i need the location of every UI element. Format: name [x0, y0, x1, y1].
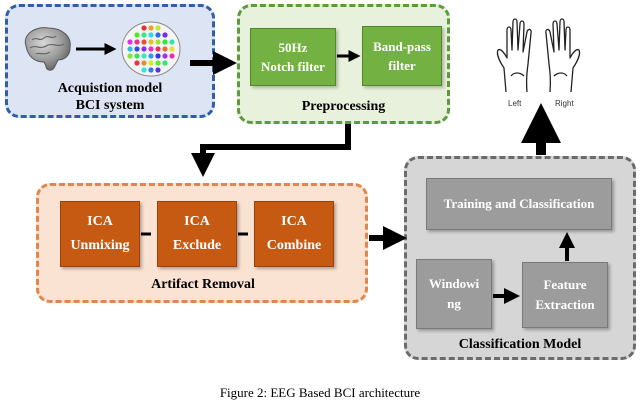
acquisition-label-line2: BCI system [75, 98, 145, 113]
electrode-dot [148, 25, 154, 31]
electrode-dot [134, 39, 140, 45]
ica-exclude-block: ICA Exclude [157, 201, 237, 267]
electrode-dot [155, 25, 161, 31]
feature-extraction-line1: Feature [543, 277, 587, 292]
electrode-dot [134, 32, 140, 38]
ica-combine-line2: Combine [266, 238, 322, 253]
preprocessing-title: Preprocessing [301, 99, 386, 114]
electrode-dot [141, 25, 147, 31]
electrode-dot [155, 32, 161, 38]
electrode-dot [162, 60, 168, 66]
notch-filter-line1: 50Hz [278, 40, 308, 55]
electrode-dot [155, 53, 161, 59]
electrode-dot [148, 67, 154, 73]
left-hand-label: Left [508, 99, 522, 108]
artifact-removal-title: Artifact Removal [151, 277, 255, 292]
electrode-dot [162, 32, 168, 38]
electrode-dot [148, 53, 154, 59]
figure-caption: Figure 2: EEG Based BCI architecture [219, 385, 421, 400]
electrode-dot [148, 39, 154, 45]
electrode-dot [169, 46, 175, 52]
brain-icon [24, 27, 71, 71]
electrode-dot [134, 53, 140, 59]
electrode-dot [141, 39, 147, 45]
electrode-dot [169, 39, 175, 45]
ica-unmixing-block: ICA Unmixing [60, 201, 140, 267]
electrode-dot [141, 53, 147, 59]
electrode-dot [141, 32, 147, 38]
hands-icon [496, 18, 581, 93]
acquisition-label-line1: Acquistion model [57, 81, 163, 96]
electrode-dot [148, 32, 154, 38]
electrode-dot [155, 46, 161, 52]
electrode-dot [162, 39, 168, 45]
electrode-cap-icon [121, 21, 181, 77]
electrode-dot [155, 60, 161, 66]
electrode-dot [141, 60, 147, 66]
electrode-dot [162, 53, 168, 59]
training-classification-block: Training and Classification [426, 178, 612, 230]
acquisition-label: Acquistion model BCI system [10, 80, 210, 114]
ica-exclude-line1: ICA [184, 214, 210, 229]
electrode-dot [169, 53, 175, 59]
electrode-dot [134, 46, 140, 52]
windowing-block: Windowi ng [416, 259, 492, 329]
electrode-dot [148, 46, 154, 52]
feature-extraction-line2: Extraction [535, 297, 595, 312]
electrode-dot [141, 46, 147, 52]
arrow-preprocessing-to-artifact [191, 124, 351, 177]
notch-filter-line2: Notch filter [261, 59, 325, 74]
ica-combine-line1: ICA [281, 214, 307, 229]
bandpass-filter-block: Band-pass filter [362, 26, 442, 86]
electrode-dot [155, 67, 161, 73]
electrode-dot [148, 60, 154, 66]
electrode-dot [134, 60, 140, 66]
right-hand-label: Right [555, 99, 574, 108]
electrode-dot [155, 39, 161, 45]
ica-exclude-line2: Exclude [172, 238, 222, 253]
ica-unmixing-line2: Unmixing [70, 238, 130, 253]
electrode-dot [127, 39, 133, 45]
electrode-dot [162, 46, 168, 52]
electrode-dot [141, 67, 147, 73]
windowing-line2: ng [447, 296, 461, 311]
ica-combine-block: ICA Combine [254, 201, 334, 267]
windowing-line1: Windowi [428, 276, 480, 291]
feature-extraction-block: Feature Extraction [522, 262, 608, 328]
bandpass-filter-line2: filter [388, 58, 416, 73]
bandpass-filter-line1: Band-pass [373, 39, 431, 54]
electrode-dot [127, 46, 133, 52]
ica-unmixing-line1: ICA [87, 214, 113, 229]
electrode-dot [127, 53, 133, 59]
classification-title: Classification Model [458, 337, 582, 352]
notch-filter-block: 50Hz Notch filter [250, 28, 336, 86]
